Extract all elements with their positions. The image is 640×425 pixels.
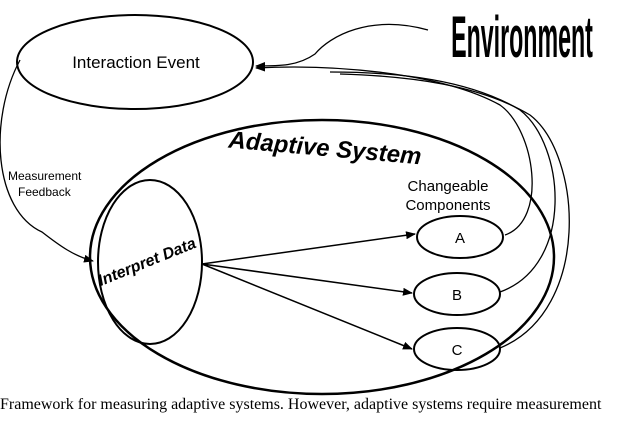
interaction-event-ellipse [16,14,254,110]
edge-interpret-to-b [201,263,413,296]
adaptive-system-title: Adaptive System [226,127,422,171]
edge-measurement-feedback [0,59,94,263]
changeable-label: Changeable [408,178,489,195]
interpret-data-ellipse [97,179,203,345]
component-c-ellipse [413,327,501,371]
edge-interpret-to-a [201,231,416,265]
component-b-label: B [452,287,462,304]
edge-a-to-event [255,63,533,236]
component-b-ellipse [413,272,501,316]
interaction-event-label: Interaction Event [72,53,200,72]
components-label: Components [405,197,490,214]
component-a-ellipse [416,215,504,259]
edge-environment-to-event [255,23,429,70]
measurement-label: Measurement [8,169,82,183]
interpret-data-label: Interpret Data [96,235,199,290]
component-c-label: C [452,342,463,359]
figure-caption: Framework for measuring adaptive systems… [0,396,602,413]
feedback-label: Feedback [18,185,72,199]
edge-c-to-event [339,73,570,349]
component-a-label: A [455,230,465,247]
environment-title: Environment [451,6,593,70]
edge-interpret-to-c [201,263,413,350]
